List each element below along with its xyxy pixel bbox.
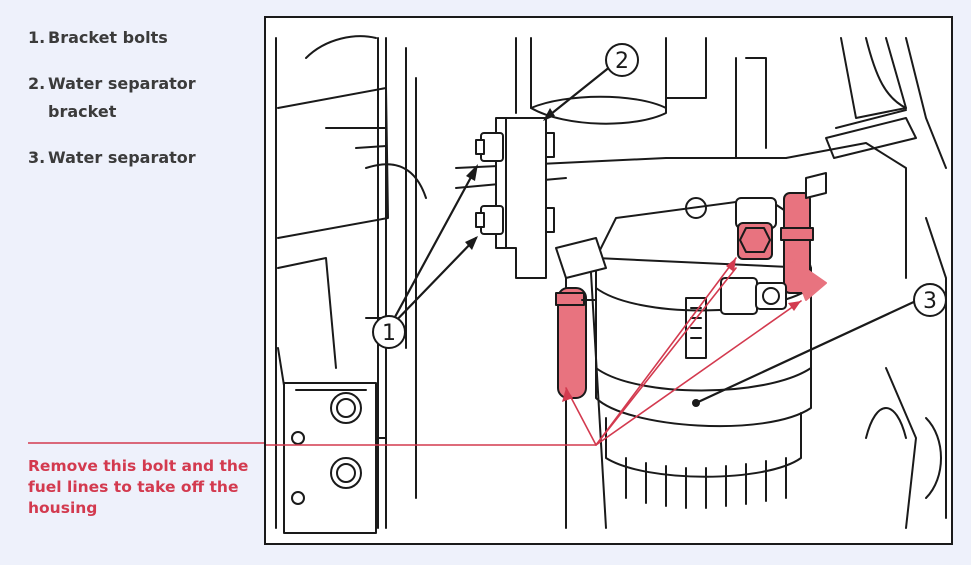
engine-diagram: 1 2 3 xyxy=(264,16,953,545)
legend-label: Bracket bolts xyxy=(48,28,168,47)
red-arrowheads xyxy=(562,258,801,402)
callout-3-number: 3 xyxy=(923,289,937,314)
legend-label: Water separator bracket xyxy=(48,74,196,121)
engine-frame xyxy=(275,35,427,534)
red-leader-lines xyxy=(266,257,802,446)
legend: 1.Bracket bolts 2.Water separator bracke… xyxy=(28,24,208,190)
legend-item-water-separator: 3.Water separator xyxy=(28,144,208,172)
legend-number: 1. xyxy=(28,28,46,47)
callout-1-number: 1 xyxy=(382,321,396,346)
callout-2: 2 xyxy=(605,43,639,77)
mounting-bolts xyxy=(755,172,827,310)
black-leader-lines xyxy=(387,64,920,405)
legend-item-bracket-bolts: 1.Bracket bolts xyxy=(28,24,208,52)
callout-2-number: 2 xyxy=(615,49,629,74)
fuel-line-left xyxy=(555,237,607,529)
highlighted-parts xyxy=(737,192,827,301)
legend-item-water-separator-bracket: 2.Water separator bracket xyxy=(28,70,208,126)
legend-label: Water separator xyxy=(48,148,196,167)
callout-3: 3 xyxy=(913,283,947,317)
legend-number: 2. xyxy=(28,74,46,93)
legend-number: 3. xyxy=(28,148,46,167)
instruction-note: Remove this bolt and the fuel lines to t… xyxy=(28,457,249,517)
diagram-illustration: 1 2 3 xyxy=(266,35,947,534)
bracket-bolts xyxy=(475,132,504,235)
callout-1: 1 xyxy=(372,315,406,349)
engine-block xyxy=(455,37,947,529)
black-arrowheads xyxy=(465,108,700,407)
fuel-hose-upper xyxy=(825,37,917,159)
